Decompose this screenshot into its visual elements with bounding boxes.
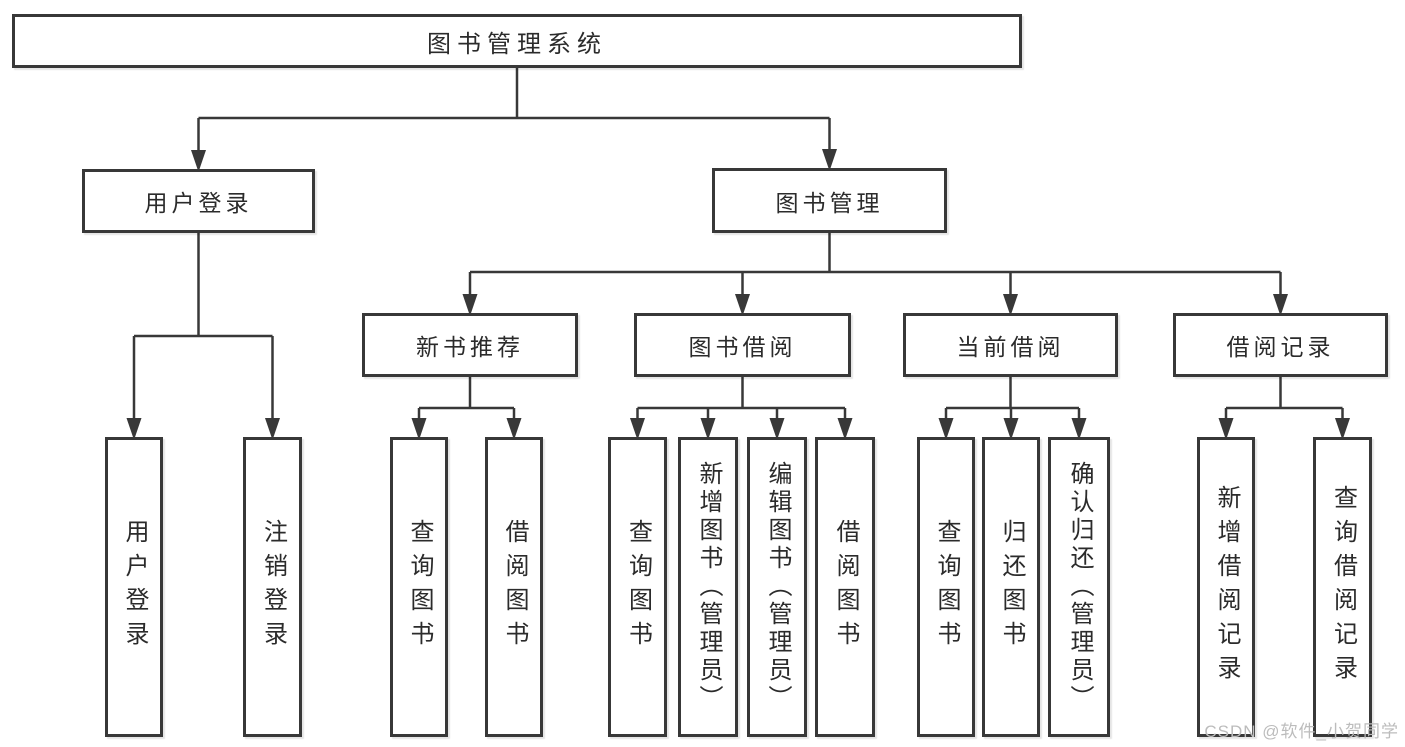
connector-arrowhead-icon [1273, 294, 1288, 316]
node-recommend-query-books: 查询图书 [390, 437, 448, 737]
node-label: 查询借阅记录 [1329, 485, 1357, 689]
node-label: 编辑图书（管理员） [764, 461, 791, 713]
connector-arrowhead-icon [837, 418, 853, 440]
node-user-login-leaf: 用户登录 [105, 437, 163, 737]
node-borrow-records: 借阅记录 [1173, 313, 1388, 377]
connector-arrowhead-icon [822, 149, 837, 171]
connector-arrowhead-icon [1003, 418, 1019, 440]
watermark-text: CSDN @软件_小贺同学 [1204, 722, 1399, 741]
connector-arrowhead-icon [700, 418, 716, 440]
node-label: 查询图书 [624, 519, 652, 655]
node-label: 用户登录 [144, 190, 253, 216]
node-recommend-borrow-books: 借阅图书 [485, 437, 543, 737]
connector-arrowhead-icon [265, 418, 280, 440]
connector-arrowhead-icon [769, 418, 785, 440]
node-label: 图书管理系统 [427, 30, 607, 58]
node-book-management: 图书管理 [712, 168, 947, 233]
connector-arrowhead-icon [1071, 418, 1087, 440]
node-label: 当前借阅 [956, 334, 1065, 360]
node-book-borrowing: 图书借阅 [634, 313, 851, 377]
connector-arrowhead-icon [411, 418, 427, 440]
connector-arrowhead-icon [506, 418, 522, 440]
node-label: 借阅记录 [1226, 334, 1335, 360]
node-new-book-recommend: 新书推荐 [362, 313, 578, 377]
node-label: 新增借阅记录 [1213, 485, 1240, 689]
node-label: 注销登录 [259, 519, 287, 655]
node-label: 确认归还（管理员） [1066, 461, 1093, 713]
node-label: 新书推荐 [416, 334, 524, 360]
node-current-confirm-return: 确认归还（管理员） [1048, 437, 1110, 737]
node-label: 归还图书 [998, 519, 1025, 655]
connector-arrowhead-icon [1335, 418, 1350, 440]
node-borrowing-edit-books: 编辑图书（管理员） [747, 437, 807, 737]
node-current-borrowing: 当前借阅 [903, 313, 1118, 377]
connector-arrowhead-icon [938, 418, 954, 440]
connector-arrowhead-icon [1218, 418, 1234, 440]
node-root: 图书管理系统 [12, 14, 1022, 68]
connector-arrowhead-icon [1003, 294, 1018, 316]
connector-arrowhead-icon [630, 418, 645, 440]
node-current-return-books: 归还图书 [982, 437, 1040, 737]
node-label: 借阅图书 [832, 519, 859, 655]
node-user-login: 用户登录 [82, 169, 315, 233]
node-label: 新增图书（管理员） [695, 461, 722, 713]
connector-arrowhead-icon [191, 150, 206, 172]
node-label: 查询图书 [406, 519, 433, 655]
node-label: 查询图书 [933, 519, 960, 655]
node-label: 用户登录 [121, 519, 148, 655]
node-current-query-books: 查询图书 [917, 437, 975, 737]
connector-arrowhead-icon [126, 418, 142, 440]
node-label: 借阅图书 [501, 519, 528, 655]
node-borrowing-query-books: 查询图书 [608, 437, 667, 737]
node-records-query-record: 查询借阅记录 [1313, 437, 1372, 737]
node-records-add-record: 新增借阅记录 [1197, 437, 1255, 737]
node-logout: 注销登录 [243, 437, 302, 737]
node-borrowing-borrow-books: 借阅图书 [815, 437, 875, 737]
node-borrowing-add-books: 新增图书（管理员） [678, 437, 738, 737]
connector-arrowhead-icon [462, 294, 478, 316]
connector-arrowhead-icon [735, 294, 750, 316]
node-label: 图书管理 [775, 189, 884, 216]
node-label: 图书借阅 [688, 334, 797, 360]
